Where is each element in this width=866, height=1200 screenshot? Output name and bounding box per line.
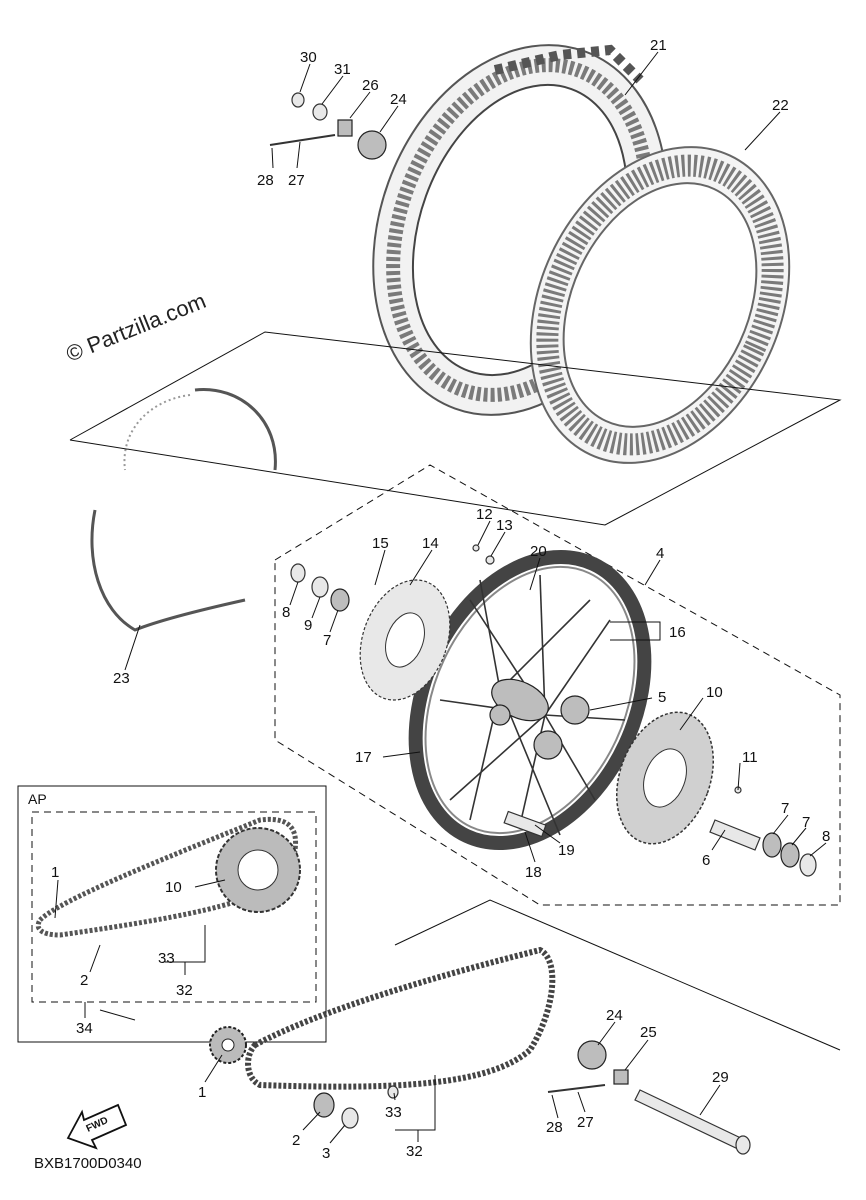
collar-24b <box>577 1040 607 1070</box>
callout-18: 18 <box>525 864 542 881</box>
callout-27-top: 27 <box>288 172 305 189</box>
callout-32: 32 <box>406 1143 423 1160</box>
callout-numbers: 21 22 30 31 26 24 28 27 23 12 13 15 14 2… <box>51 37 830 1162</box>
callout-10-wheel: 10 <box>706 684 723 701</box>
callout-24-bottom: 24 <box>606 1007 623 1024</box>
joint-33 <box>387 1085 399 1099</box>
callout-1-ap: 1 <box>51 864 59 881</box>
washer-2 <box>313 1092 335 1118</box>
callout-25: 25 <box>640 1024 657 1041</box>
oil-seal-8a <box>290 563 306 583</box>
callout-7-mid: 7 <box>781 800 789 817</box>
callout-34: 34 <box>76 1020 93 1037</box>
callout-20: 20 <box>530 543 547 560</box>
callout-2: 2 <box>292 1132 300 1149</box>
callout-8-right: 8 <box>822 828 830 845</box>
ap-inner-frame <box>31 811 317 1003</box>
callout-7-right: 7 <box>802 814 810 831</box>
axle-end <box>735 1135 751 1155</box>
axle-29 <box>634 1089 746 1151</box>
callout-27-bottom: 27 <box>577 1114 594 1131</box>
pin-27b <box>547 1084 606 1093</box>
ap-box-label: AP <box>28 791 47 807</box>
callout-7-left: 7 <box>323 632 331 649</box>
inner-tube <box>529 146 791 464</box>
washer-31 <box>312 103 328 121</box>
cap-30 <box>291 92 305 108</box>
leader-lines <box>54 51 827 1144</box>
tire-assembly-frame <box>69 331 842 526</box>
ap-rear-sprocket <box>215 827 301 913</box>
watermark: © Partzilla.com <box>63 288 210 367</box>
oil-seal-8b <box>799 853 817 877</box>
callout-13: 13 <box>496 517 513 534</box>
callout-30: 30 <box>300 49 317 66</box>
callout-21: 21 <box>650 37 667 54</box>
callout-10-ap: 10 <box>165 879 182 896</box>
callout-5: 5 <box>658 689 666 706</box>
callout-9: 9 <box>304 617 312 634</box>
chain-frame <box>394 899 841 1051</box>
bearing-7b <box>762 832 782 858</box>
bearing-7a <box>330 588 350 612</box>
fwd-arrow-icon: FWD <box>66 1103 128 1150</box>
collar-24a <box>357 130 387 160</box>
callout-33: 33 <box>385 1104 402 1121</box>
bearing-7c <box>780 842 800 868</box>
callout-17: 17 <box>355 749 372 766</box>
callout-26: 26 <box>362 77 379 94</box>
callout-22: 22 <box>772 97 789 114</box>
ap-chain <box>35 816 298 938</box>
callout-28-top: 28 <box>257 172 274 189</box>
callout-4: 4 <box>656 545 664 562</box>
callout-19: 19 <box>558 842 575 859</box>
bolt-12 <box>472 544 480 552</box>
callout-16: 16 <box>669 624 686 641</box>
collar-6 <box>709 819 761 851</box>
callout-31: 31 <box>334 61 351 78</box>
callout-3: 3 <box>322 1145 330 1162</box>
callout-23: 23 <box>113 670 130 687</box>
callout-1: 1 <box>198 1084 206 1101</box>
callout-14: 14 <box>422 535 439 552</box>
ap-box <box>17 785 327 1043</box>
diagram-code: BXB1700D0340 <box>34 1155 142 1172</box>
callout-28-bottom: 28 <box>546 1119 563 1136</box>
adjuster-25 <box>613 1069 629 1085</box>
callout-2-ap: 2 <box>80 972 88 989</box>
callout-24-top: 24 <box>390 91 407 108</box>
nut-26 <box>337 119 353 137</box>
callout-12: 12 <box>476 506 493 523</box>
drive-sprocket <box>209 1026 247 1064</box>
callout-33-ap: 33 <box>158 950 175 967</box>
rim-band <box>90 388 277 632</box>
wheel-assembly-frame <box>274 464 841 906</box>
circlip-9 <box>311 576 329 598</box>
brake-disc <box>359 579 451 701</box>
nut-13 <box>485 555 495 565</box>
drive-chain <box>245 946 556 1090</box>
callout-8-left: 8 <box>282 604 290 621</box>
wheel-hub <box>489 678 590 760</box>
callout-32-ap: 32 <box>176 982 193 999</box>
callout-15: 15 <box>372 535 389 552</box>
rear-sprocket <box>615 711 715 845</box>
nut-3 <box>341 1107 359 1129</box>
callout-29: 29 <box>712 1069 729 1086</box>
pin-27a <box>269 134 336 146</box>
callout-11: 11 <box>742 749 758 766</box>
callout-6: 6 <box>702 852 710 869</box>
